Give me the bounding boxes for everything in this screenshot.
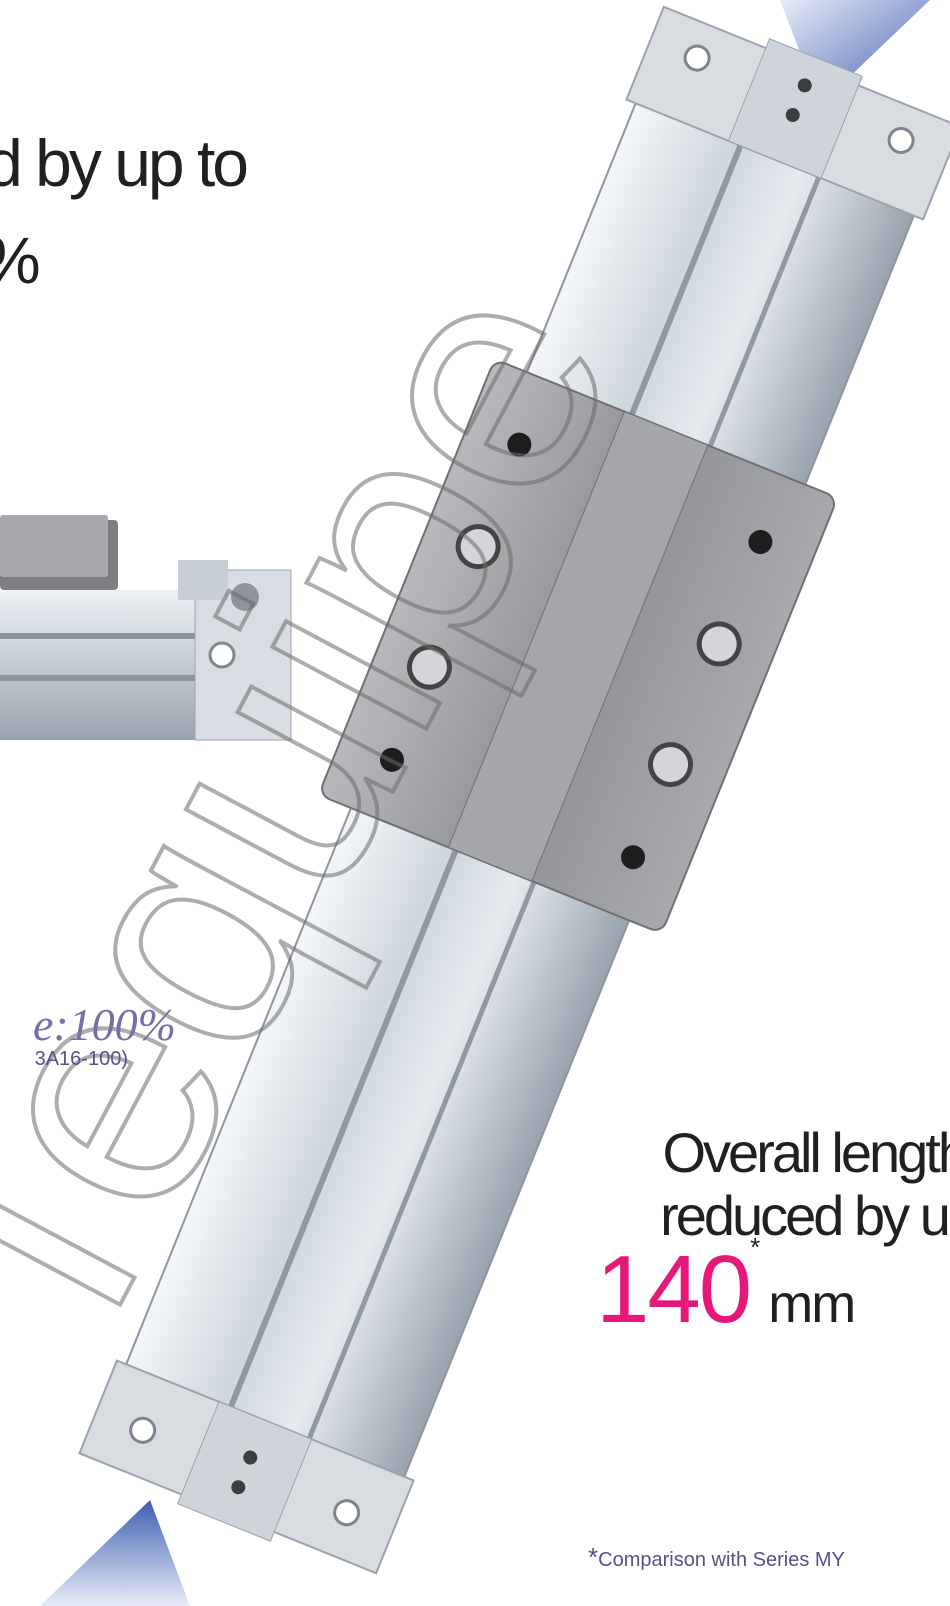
length-number: 140 bbox=[596, 1236, 752, 1343]
footnote: *Comparison with Series MY bbox=[588, 1542, 845, 1573]
footnote-text: Comparison with Series MY bbox=[598, 1549, 845, 1571]
length-asterisk: * bbox=[750, 1232, 761, 1262]
overall-length-line-2: reduced by up bbox=[660, 1184, 950, 1247]
footnote-marker: * bbox=[588, 1542, 599, 1572]
overall-length-value: 140*mm bbox=[596, 1232, 856, 1338]
svg-text:Tequipe: Tequipe bbox=[0, 219, 686, 1414]
arrow-bottom-icon bbox=[40, 1500, 190, 1606]
headline-line-1: d by up to bbox=[0, 126, 249, 200]
cylinder-left-image bbox=[0, 515, 292, 741]
length-unit: mm bbox=[768, 1274, 856, 1334]
model-label: 3A16-100) bbox=[34, 1048, 128, 1070]
headline-line-2: % bbox=[0, 222, 41, 298]
overall-length-line-1: Overall length bbox=[662, 1121, 950, 1184]
ratio-label: e:100% bbox=[32, 999, 176, 1050]
